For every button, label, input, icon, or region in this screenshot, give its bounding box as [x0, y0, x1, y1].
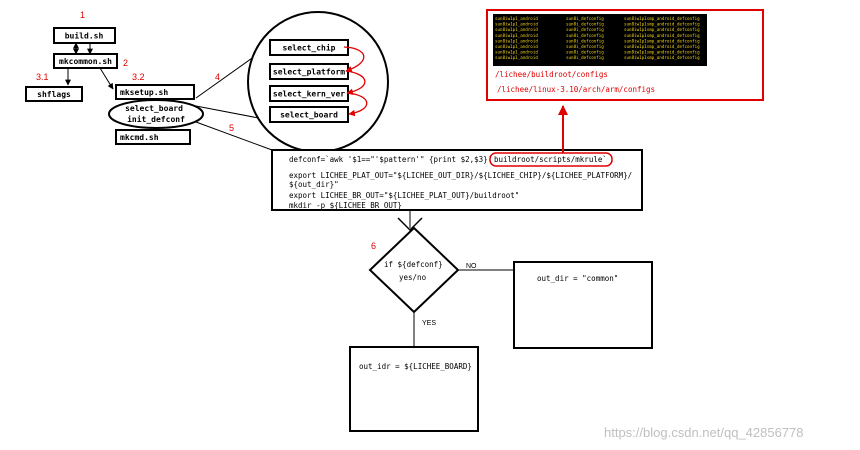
init-defconf-label: init_defconf [127, 114, 185, 124]
select-board-label: select_board [125, 104, 183, 113]
mkrule-highlight [489, 152, 613, 167]
out-dir-common-label: out_dir = "common" [537, 274, 618, 283]
no-label: NO [466, 263, 477, 270]
arrow-mkcommon-mksetup [99, 67, 114, 90]
configs-path-1: /lichee/buildroot/configs [495, 70, 608, 79]
terminal-col2-row: sun8i_defconfig [566, 38, 604, 43]
terminal-col3-row: sun8iw1p1smp_android_defconfig [624, 38, 700, 43]
terminal-col1-row: sun8iw1p1_android [495, 27, 538, 32]
terminal-col3-row: sun8iw1p1smp_android_defconfig [624, 27, 700, 32]
build-sh-label: build.sh [65, 31, 104, 41]
terminal-col2-row: sun8i_defconfig [566, 55, 604, 60]
marker-6: 6 [371, 241, 376, 251]
mksetup-functions-ellipse [108, 99, 204, 129]
red-flow-arrows [343, 46, 368, 117]
marker-5: 5 [229, 123, 234, 133]
terminal-col2-row: sun8i_defconfig [566, 33, 604, 38]
terminal-col2-row: sun8i_defconfig [566, 22, 604, 27]
terminal-col3-row: sun8iw1p1smp_android_defconfig [624, 22, 700, 27]
build-sh-box [53, 27, 116, 44]
mksetup-sh-label: mksetup.sh [120, 88, 168, 97]
terminal-col3-row: sun8iw1p1smp_android_defconfig [624, 44, 700, 49]
terminal-col3-row: sun8iw1p1smp_android_defconfig [624, 50, 700, 55]
terminal-col1-row: sun8iw1p1_android [495, 55, 538, 60]
terminal-col1-row: sun8iw1p1_android [495, 33, 538, 38]
terminal-col3-row: sun8iw1p1smp_android_defconfig [624, 55, 700, 60]
decision-line-2: yes/no [399, 273, 427, 282]
arrow-code-decision-head [397, 217, 423, 232]
mkcommon-sh-label: mkcommon.sh [59, 57, 112, 66]
out-idr-board-box [349, 346, 479, 432]
code-line-4: export LICHEE_BR_OUT="${LICHEE_PLAT_OUT}… [289, 191, 519, 200]
terminal-col1-row: sun8iw1p1_android [495, 22, 538, 27]
select-kern-ver-label: select_kern_ver [273, 90, 345, 99]
terminal-col1-row: sun8iw1p1_android [495, 38, 538, 43]
marker-3-1: 3.1 [36, 72, 49, 82]
line-to-code-box [195, 121, 273, 151]
marker-1: 1 [80, 10, 85, 20]
code-block-box [271, 149, 643, 211]
code-line-2: export LICHEE_PLAT_OUT="${LICHEE_OUT_DIR… [289, 171, 632, 180]
code-line-1-file: buildroot/scripts/mkrule` [494, 155, 607, 164]
terminal-rows: sun8iw1p1_androidsun8iw1p1_androidsun8iw… [495, 16, 700, 60]
terminal-col2-row: sun8i_defconfig [566, 27, 604, 32]
out-dir-common-box [513, 261, 653, 349]
terminal-col1-row: sun8iw1p1_android [495, 44, 538, 49]
configs-path-2: /lichee/linux-3.10/arch/arm/configs [497, 85, 655, 94]
watermark: https://blog.csdn.net/qq_42856778 [604, 425, 804, 440]
select-chip-label: select_chip [283, 43, 336, 53]
marker-4: 4 [215, 72, 220, 82]
terminal-col2-row: sun8i_defconfig [566, 16, 604, 21]
terminal-col1-row: sun8iw1p1_android [495, 16, 538, 21]
marker-3-2: 3.2 [132, 72, 145, 82]
select-platform-label: select_platform [273, 68, 345, 77]
mkcmd-sh-box [115, 129, 191, 145]
marker-2: 2 [123, 58, 128, 68]
yes-label: YES [422, 320, 436, 327]
select-functions-circle [247, 11, 389, 153]
shflags-box [25, 86, 83, 102]
mkcommon-sh-box [53, 53, 118, 69]
terminal-col1-row: sun8iw1p1_android [495, 50, 538, 55]
terminal-col2-row: sun8i_defconfig [566, 50, 604, 55]
mksetup-sh-box [115, 84, 195, 100]
terminal-col3-row: sun8iw1p1smp_android_defconfig [624, 16, 700, 21]
shflags-label: shflags [37, 90, 71, 99]
decision-line-1: if ${defconf} [384, 260, 443, 269]
select-board-box [269, 106, 349, 123]
terminal-col2-row: sun8i_defconfig [566, 44, 604, 49]
select-board-sub-label: select_board [280, 111, 338, 120]
mkcmd-sh-label: mkcmd.sh [120, 133, 159, 142]
terminal-col3-row: sun8iw1p1smp_android_defconfig [624, 33, 700, 38]
decision-diamond [368, 226, 460, 314]
code-line-5: mkdir -p ${LICHEE_BR_OUT} [289, 201, 402, 210]
code-line-1: defconf=`awk '$1=="'$pattern'" {print $2… [289, 155, 492, 164]
code-line-3: ${out_dir}" [289, 180, 339, 189]
out-idr-board-label: out_idr = ${LICHEE_BOARD} [359, 362, 472, 371]
terminal-screenshot [493, 14, 707, 66]
